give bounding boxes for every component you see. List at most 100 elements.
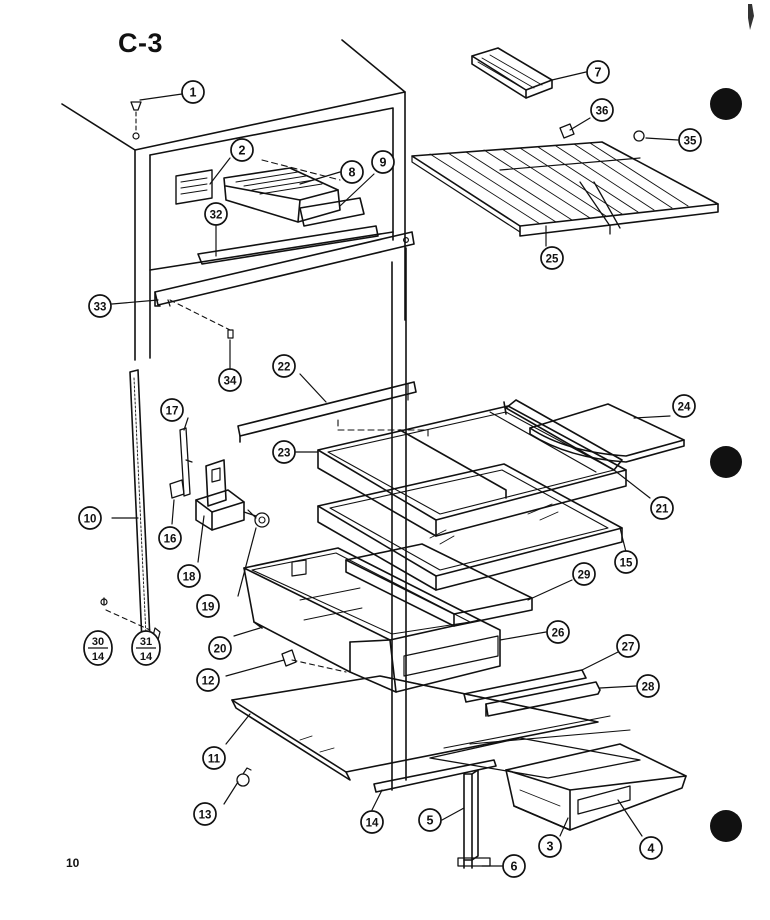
callout-label: 20 <box>214 643 227 655</box>
callout-26: 26 <box>546 620 570 644</box>
callout-24: 24 <box>672 394 696 418</box>
callout-label: 8 <box>349 165 356 179</box>
callout-label: 22 <box>278 361 291 373</box>
callout-label: 14 <box>366 817 379 829</box>
callout-9: 9 <box>371 150 395 174</box>
callout-circle <box>572 562 596 586</box>
callout-circle <box>636 674 660 698</box>
callout-circle <box>177 564 201 588</box>
registration-dot-middle <box>710 446 742 478</box>
callout-circle <box>160 398 184 422</box>
callout-33: 33 <box>88 294 112 318</box>
callout-label: 12 <box>202 675 215 687</box>
callout-label: 5 <box>427 813 434 827</box>
fraction-numerator: 30 <box>92 636 104 648</box>
callout-label: 13 <box>199 809 212 821</box>
callout-circle <box>196 668 220 692</box>
callout-label: 34 <box>224 375 237 387</box>
callout-circle <box>538 834 562 858</box>
callout-label: 3 <box>547 839 554 853</box>
callout-label: 2 <box>239 143 246 157</box>
callout-label: 26 <box>552 627 565 639</box>
cabinet-outline <box>61 39 407 791</box>
callout-label: 16 <box>164 533 177 545</box>
callout-circle <box>218 368 242 392</box>
callout-label: 24 <box>678 401 691 413</box>
callout-11: 11 <box>202 746 226 770</box>
page-number: 10 <box>66 856 80 870</box>
callout-circle <box>546 620 570 644</box>
registration-dot-top <box>710 88 742 120</box>
callout-circle <box>678 128 702 152</box>
callout-17: 17 <box>160 398 184 422</box>
callout-25: 25 <box>540 246 564 270</box>
callout-circle <box>202 746 226 770</box>
callout-7: 7 <box>586 60 610 84</box>
callout-3: 3 <box>538 834 562 858</box>
callout-label: 33 <box>94 301 107 313</box>
callout-1: 1 <box>181 80 205 104</box>
callout-36: 36 <box>590 98 614 122</box>
callout-circle <box>340 160 364 184</box>
callout-circle <box>418 808 442 832</box>
callout-label: 36 <box>596 105 609 117</box>
callout-circle <box>230 138 254 162</box>
callout-circle <box>88 294 112 318</box>
callout-13: 13 <box>193 802 217 826</box>
callout-2: 2 <box>230 138 254 162</box>
edge-mark <box>748 4 754 30</box>
callout-circle <box>204 202 228 226</box>
callout-label: 7 <box>595 65 602 79</box>
freezer-parts <box>130 101 415 339</box>
callout-28: 28 <box>636 674 660 698</box>
callout-23: 23 <box>272 440 296 464</box>
callout-circle <box>78 506 102 530</box>
callout-label: 28 <box>642 681 655 693</box>
callout-label: 23 <box>278 447 291 459</box>
callout-circle <box>650 496 674 520</box>
callout-circle <box>616 634 640 658</box>
callout-18: 18 <box>177 564 201 588</box>
callout-circle <box>196 594 220 618</box>
callout-label: 18 <box>183 571 196 583</box>
registration-dot-bottom <box>710 810 742 842</box>
callout-label: 27 <box>622 641 635 653</box>
callout-label: 21 <box>656 503 669 515</box>
callout-12: 12 <box>196 668 220 692</box>
callout-32: 32 <box>204 202 228 226</box>
callout-circle <box>181 80 205 104</box>
leader-lines <box>111 71 679 867</box>
callout-circle <box>208 636 232 660</box>
callout-5: 5 <box>418 808 442 832</box>
callout-21: 21 <box>650 496 674 520</box>
callout-label: 9 <box>380 155 387 169</box>
callout-circle <box>540 246 564 270</box>
callout-6: 6 <box>502 854 526 878</box>
callout-4: 4 <box>639 836 663 860</box>
callout-20: 20 <box>208 636 232 660</box>
fraction-denominator: 14 <box>92 651 105 663</box>
callout-circle <box>586 60 610 84</box>
callout-label: 17 <box>166 405 179 417</box>
lower-parts <box>231 669 687 869</box>
callout-label: 4 <box>648 841 655 855</box>
callout-label: 10 <box>84 513 97 525</box>
top-right-parts <box>411 47 719 237</box>
callout-circle <box>360 810 384 834</box>
fraction-denominator: 14 <box>140 651 153 663</box>
fraction-numerator: 31 <box>140 636 152 648</box>
callout-label: 6 <box>511 859 518 873</box>
callout-35: 35 <box>678 128 702 152</box>
callout-circle <box>272 440 296 464</box>
callout-label: 32 <box>210 209 223 221</box>
callout-14: 14 <box>360 810 384 834</box>
callout-circle <box>502 854 526 878</box>
callout-label: 15 <box>620 557 633 569</box>
callout-27: 27 <box>616 634 640 658</box>
shelf-assembly <box>237 381 685 627</box>
callout-circle <box>371 150 395 174</box>
callout-circle <box>272 354 296 378</box>
